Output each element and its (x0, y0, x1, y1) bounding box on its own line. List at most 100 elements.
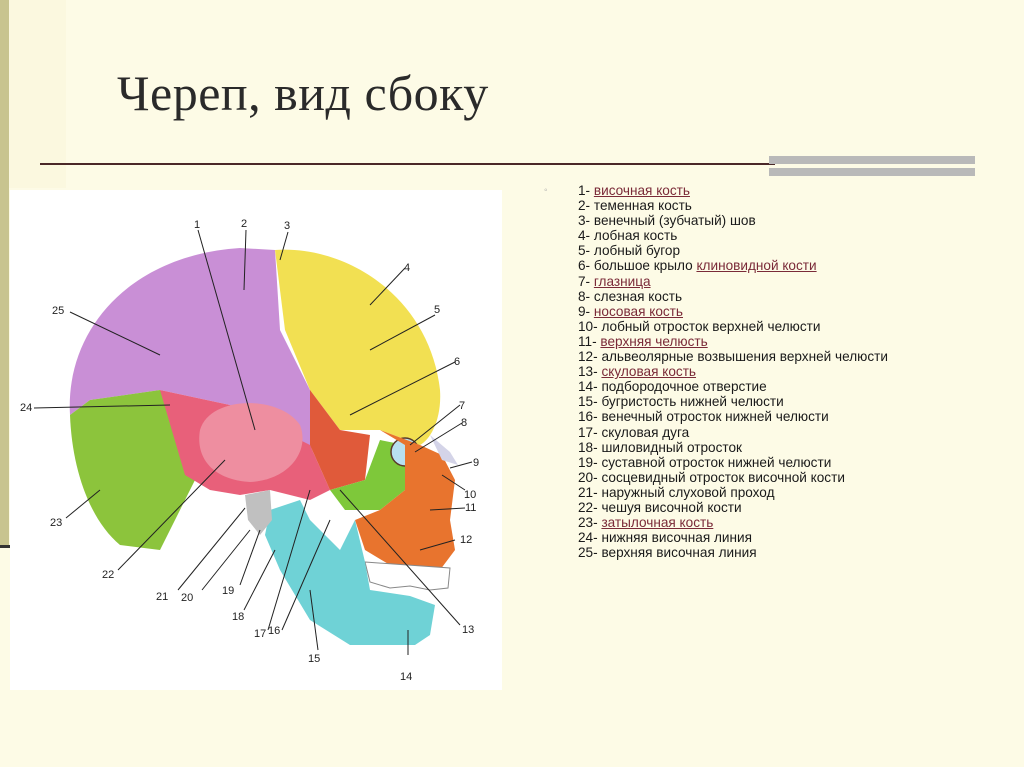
legend-item-number: 23- (578, 515, 602, 531)
legend-item-link[interactable]: глазница (593, 273, 651, 289)
legend-item-number: 7- (578, 273, 594, 289)
legend-item-text: сосцевидный отросток височной кости (601, 469, 845, 485)
figure-label-13: 13 (462, 624, 474, 636)
legend-item-number: 24- (578, 530, 602, 546)
legend-item: 5- лобный бугор (558, 243, 888, 258)
figure-label-12: 12 (460, 534, 472, 546)
legend-item-number: 21- (578, 484, 602, 500)
figure-label-25: 25 (52, 305, 64, 317)
figure-label-16: 16 (268, 625, 280, 637)
legend-item: 4- лобная кость (558, 228, 888, 243)
legend-item-text: теменная кость (593, 198, 692, 214)
divider-accent-bottom (769, 168, 975, 176)
upper-teeth (364, 561, 451, 591)
legend-item-text: большое крыло (593, 258, 697, 274)
legend-item-text: бугристость нижней челюсти (601, 394, 784, 410)
legend-item-link[interactable]: скуловая кость (601, 364, 697, 380)
legend-item: 12- альвеолярные возвышения верхней челю… (558, 349, 888, 364)
mastoid-process (245, 490, 272, 535)
legend-item: 9- носовая кость (558, 304, 888, 319)
legend-item: 7- глазница (558, 274, 888, 289)
zygomatic-bone (330, 440, 405, 510)
skull-illustration: 1 2 3 4 5 6 7 8 9 10 11 12 13 14 15 16 1… (20, 218, 479, 683)
legend-item-number: 18- (578, 439, 602, 455)
figure-label-6: 6 (454, 356, 460, 368)
legend-item-number: 1- (578, 183, 594, 198)
legend-item-text: нижняя височная линия (601, 530, 752, 546)
figure-label-24: 24 (20, 402, 32, 414)
legend-item: 25- верхняя височная линия (558, 545, 888, 560)
legend-item: 13- скуловая кость (558, 364, 888, 379)
slide-title: Череп, вид сбоку (117, 65, 489, 121)
legend-item-link[interactable]: носовая кость (593, 303, 683, 319)
legend-item-link[interactable]: височная кость (593, 183, 690, 198)
legend-item-link[interactable]: верхняя челюсть (600, 333, 708, 349)
legend-bullet: ◦ (544, 185, 548, 196)
legend-item-number: 11- (578, 333, 601, 349)
figure-label-9: 9 (473, 457, 479, 469)
legend-item-number: 13- (578, 364, 602, 380)
figure-label-2: 2 (241, 218, 247, 230)
legend-item: 19- суставной отросток нижней челюсти (558, 455, 888, 470)
figure-label-7: 7 (459, 400, 465, 412)
legend-item: 20- сосцевидный отросток височной кости (558, 470, 888, 485)
nasal-bone (430, 435, 458, 465)
legend-item-number: 6- (578, 258, 594, 274)
legend-item: 23- затылочная кость (558, 515, 888, 530)
legend-item-text: венечный (зубчатый) шов (593, 213, 756, 229)
legend-item-text: чешуя височной кости (601, 499, 742, 515)
frontal-bone (275, 249, 441, 445)
legend-item: 1- височная кость (558, 183, 888, 198)
legend-item: 3- венечный (зубчатый) шов (558, 213, 888, 228)
skull-figure: 1 2 3 4 5 6 7 8 9 10 11 12 13 14 15 16 1… (10, 190, 502, 690)
legend-item-number: 2- (578, 198, 594, 214)
legend-item-number: 4- (578, 228, 594, 244)
left-decor-panel (9, 0, 66, 188)
legend-item-number: 15- (578, 394, 602, 410)
legend-item: 15- бугристость нижней челюсти (558, 394, 888, 409)
legend-item: 10- лобный отросток верхней челюсти (558, 319, 888, 334)
legend-item-text: подбородочное отверстие (601, 379, 767, 395)
legend-item-text: лобный бугор (593, 243, 681, 259)
legend-item-number: 20- (578, 469, 602, 485)
figure-label-14: 14 (400, 671, 412, 683)
legend-item-number: 17- (578, 424, 602, 440)
legend-item-text: альвеолярные возвышения верхней челюсти (601, 349, 888, 365)
legend-item-text: лобная кость (593, 228, 678, 244)
figure-label-3: 3 (284, 220, 290, 232)
legend-item-text: наружный слуховой проход (601, 484, 775, 500)
legend-item-number: 14- (578, 379, 602, 395)
mandible (265, 500, 435, 645)
figure-label-23: 23 (50, 517, 62, 529)
legend-item: 16- венечный отросток нижней челюсти (558, 409, 888, 424)
legend-item: 17- скуловая дуга (558, 425, 888, 440)
legend-item-text: венечный отросток нижней челюсти (601, 409, 829, 425)
legend-item: 6- большое крыло клиновидной кости (558, 258, 888, 273)
legend-item: 18- шиловидный отросток (558, 440, 888, 455)
legend-item-text: верхняя височная линия (601, 545, 757, 561)
legend-item-number: 12- (578, 349, 602, 365)
figure-label-21: 21 (156, 591, 168, 603)
legend-item-number: 19- (578, 454, 602, 470)
temporal-squama (199, 403, 303, 482)
legend-item: 11- верхняя челюсть (558, 334, 888, 349)
divider-accent-top (769, 156, 975, 164)
title-divider (40, 163, 775, 165)
legend-item-text: суставной отросток нижней челюсти (601, 454, 832, 470)
legend-item-text: шиловидный отросток (601, 439, 742, 455)
legend-item: 24- нижняя височная линия (558, 530, 888, 545)
figure-label-20: 20 (181, 592, 193, 604)
legend-item: 22- чешуя височной кости (558, 500, 888, 515)
figure-label-22: 22 (102, 569, 114, 581)
figure-labels: 1 2 3 4 5 6 7 8 9 10 11 12 13 14 15 16 1… (20, 218, 479, 683)
legend-item: 8- слезная кость (558, 289, 888, 304)
legend-item-link[interactable]: затылочная кость (601, 515, 714, 531)
figure-label-1: 1 (194, 219, 200, 231)
legend-item-link[interactable]: клиновидной кости (696, 258, 817, 274)
legend-item-number: 16- (578, 409, 602, 425)
figure-label-19: 19 (222, 585, 234, 597)
leader-lines (33, 229, 473, 655)
figure-label-11: 11 (465, 502, 476, 514)
